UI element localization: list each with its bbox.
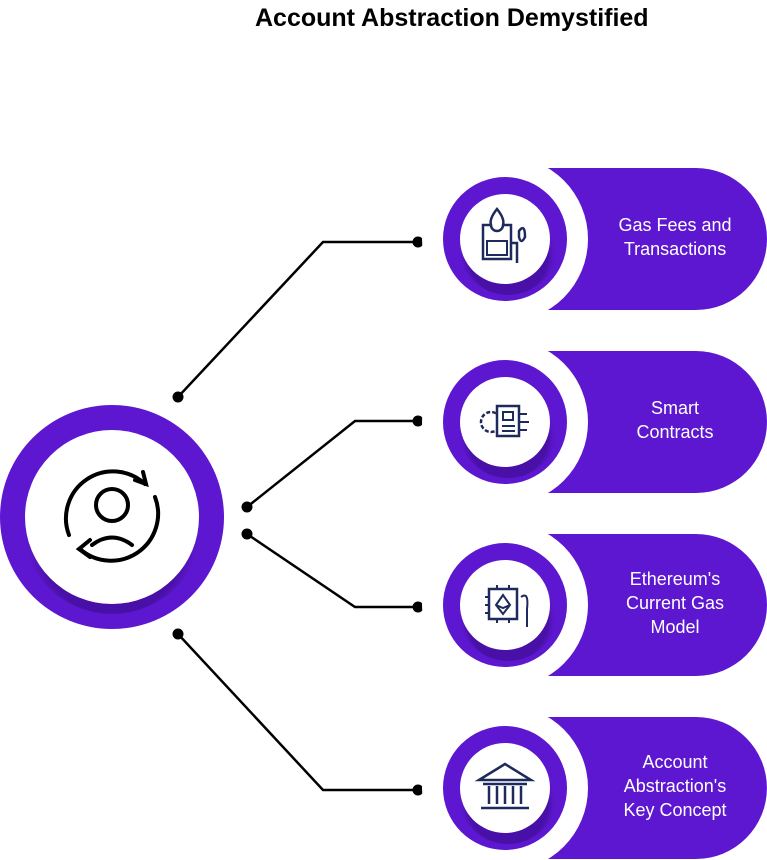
- connector-line: [246, 419, 418, 508]
- connector-line: [177, 633, 418, 792]
- center-node: [0, 405, 224, 629]
- node-label-line: Key Concept: [623, 800, 727, 820]
- connector-line: [177, 240, 418, 398]
- connector-line: [246, 532, 418, 609]
- node-label-line: Abstraction's: [623, 776, 727, 796]
- bank-building-icon: [474, 762, 536, 810]
- node-label-line: Model: [650, 617, 700, 637]
- contract-gear-lock-icon: [479, 404, 529, 438]
- connector-dot: [412, 601, 424, 613]
- connector-dot: [412, 784, 424, 796]
- node-label-line: Current Gas: [625, 593, 725, 613]
- pill-background: [520, 534, 767, 676]
- connector-dot: [172, 628, 184, 640]
- pill-background: [520, 717, 767, 859]
- connector-dot: [241, 501, 253, 513]
- gas-pump-dollar-icon: [481, 206, 527, 263]
- connector-dot: [172, 391, 184, 403]
- page-title: Account Abstraction Demystified: [255, 4, 649, 32]
- pill-background: [520, 351, 767, 493]
- node-1: [422, 156, 767, 322]
- node-label-line: Contracts: [636, 422, 714, 442]
- ethereum-chip-gas-icon: [485, 585, 529, 627]
- node-3: [422, 522, 767, 688]
- connector-dot: [412, 236, 424, 248]
- connectors: [172, 236, 424, 796]
- node-label-line: Ethereum's: [629, 569, 721, 589]
- pill-background: [520, 168, 767, 310]
- node-label-line: Account: [642, 752, 708, 772]
- node-2: [422, 339, 767, 505]
- node-4: [422, 705, 767, 860]
- pills: [422, 156, 767, 860]
- node-label-line: Smart: [650, 398, 699, 418]
- node-label-line: Transactions: [623, 239, 727, 259]
- node-label-line: Gas Fees and: [618, 215, 732, 235]
- connector-dot: [241, 528, 253, 540]
- user-sync-icon: [63, 469, 161, 563]
- connector-dot: [412, 415, 424, 427]
